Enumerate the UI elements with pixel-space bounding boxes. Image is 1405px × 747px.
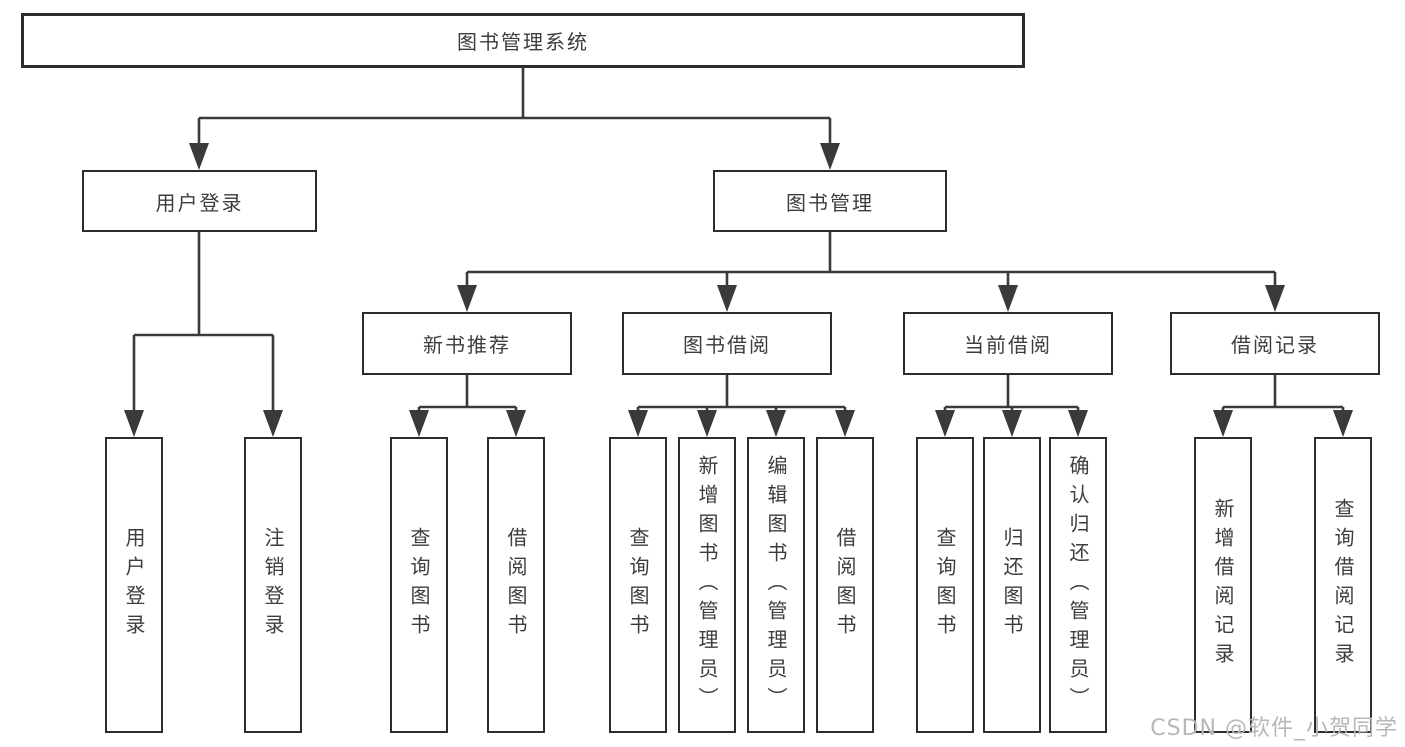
- node-book-borrowing: 图书借阅: [622, 312, 832, 375]
- node-label: 借阅图书: [833, 527, 857, 643]
- node-label: 当前借阅: [964, 333, 1052, 357]
- node-borrowing-records: 借阅记录: [1170, 312, 1380, 375]
- node-current-borrowing: 当前借阅: [903, 312, 1113, 375]
- node-label: 查询借阅记录: [1331, 498, 1355, 672]
- leaf-add-borrow-record: 新增借阅记录: [1194, 437, 1252, 733]
- node-book-management: 图书管理: [713, 170, 947, 232]
- leaf-confirm-return-admin: 确认归还（管理员）: [1049, 437, 1107, 733]
- node-label: 借阅记录: [1231, 333, 1319, 357]
- node-library-management-system: 图书管理系统: [21, 13, 1025, 68]
- leaf-query-books-borrowing: 查询图书: [609, 437, 667, 733]
- leaf-edit-book-admin: 编辑图书（管理员）: [747, 437, 805, 733]
- leaf-query-books-recommend: 查询图书: [390, 437, 448, 733]
- node-label: 图书管理: [786, 190, 874, 215]
- leaf-return-books: 归还图书: [983, 437, 1041, 733]
- node-label: 图书管理系统: [457, 30, 589, 54]
- leaf-query-borrow-record: 查询借阅记录: [1314, 437, 1372, 733]
- node-label: 用户登录: [155, 190, 244, 215]
- node-new-book-recommendation: 新书推荐: [362, 312, 572, 375]
- node-label: 新增图书（管理员）: [695, 454, 719, 716]
- node-label: 图书借阅: [683, 333, 771, 357]
- leaf-query-books-current: 查询图书: [916, 437, 974, 733]
- node-label: 注销登录: [261, 527, 285, 643]
- arrowhead-icons: [124, 143, 1353, 437]
- node-label: 查询图书: [626, 527, 650, 643]
- leaf-borrow-books-borrowing: 借阅图书: [816, 437, 874, 733]
- node-label: 查询图书: [407, 527, 431, 643]
- csdn-watermark: CSDN @软件_小贺同学: [1150, 716, 1398, 741]
- node-label: 归还图书: [1000, 527, 1024, 643]
- node-label: 编辑图书（管理员）: [764, 454, 788, 716]
- node-label: 用户登录: [122, 527, 146, 643]
- node-label: 新书推荐: [423, 333, 511, 357]
- node-label: 确认归还（管理员）: [1066, 454, 1090, 716]
- node-label: 查询图书: [933, 527, 957, 643]
- leaf-borrow-books-recommend: 借阅图书: [487, 437, 545, 733]
- leaf-user-login: 用户登录: [105, 437, 163, 733]
- leaf-logout: 注销登录: [244, 437, 302, 733]
- leaf-add-book-admin: 新增图书（管理员）: [678, 437, 736, 733]
- node-user-login: 用户登录: [82, 170, 317, 232]
- node-label: 借阅图书: [504, 527, 528, 643]
- node-label: 新增借阅记录: [1211, 498, 1235, 672]
